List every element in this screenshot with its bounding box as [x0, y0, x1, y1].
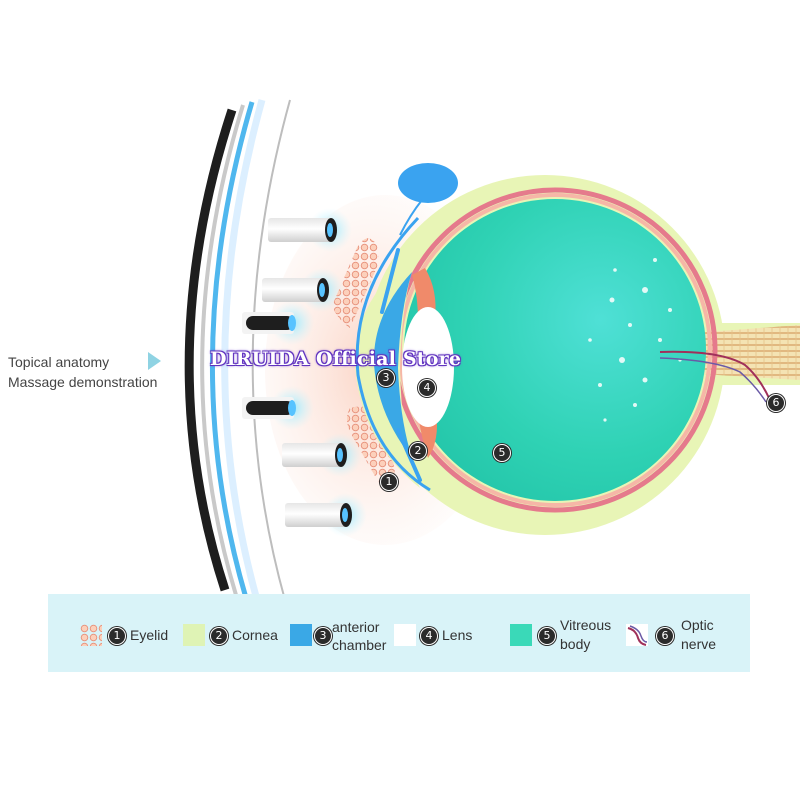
- legend-cornea-swatch: [183, 624, 205, 646]
- legend-optic-nerve-label-1: Optic: [681, 617, 714, 634]
- legend-optic-nerve-number: 6: [656, 627, 674, 645]
- marker-optic-nerve: 6: [767, 394, 785, 412]
- legend-anterior-chamber-label-1: anterior: [332, 619, 379, 636]
- caption-topical-anatomy: Topical anatomy: [8, 354, 109, 370]
- legend: 1 Eyelid 2 Cornea 3 anterior chamber 4 L…: [48, 594, 750, 672]
- lacrimal-gland: [398, 163, 458, 203]
- legend-lens-swatch: [394, 624, 416, 646]
- marker-eyelid: 1: [380, 473, 398, 491]
- legend-eyelid-swatch: [80, 624, 102, 646]
- legend-anterior-chamber-swatch: [290, 624, 312, 646]
- legend-anterior-chamber-number: 3: [314, 627, 332, 645]
- legend-anterior-chamber-label-2: chamber: [332, 637, 386, 654]
- legend-eyelid-label: Eyelid: [130, 627, 168, 644]
- store-watermark: DIRUIDA Official Store: [210, 348, 461, 370]
- legend-vitreous-body-number: 5: [538, 627, 556, 645]
- legend-optic-nerve-label-2: nerve: [681, 636, 716, 653]
- legend-vitreous-body-label-1: Vitreous: [560, 617, 611, 634]
- legend-lens-label: Lens: [442, 627, 472, 644]
- legend-vitreous-body-label-2: body: [560, 636, 590, 653]
- legend-cornea-label: Cornea: [232, 627, 278, 644]
- legend-eyelid-number: 1: [108, 627, 126, 645]
- legend-optic-nerve-swatch: [626, 624, 648, 646]
- marker-vitreous-body: 5: [493, 444, 511, 462]
- marker-cornea: 2: [409, 442, 427, 460]
- legend-lens-number: 4: [420, 627, 438, 645]
- legend-cornea-number: 2: [210, 627, 228, 645]
- caption-massage-demonstration: Massage demonstration: [8, 374, 157, 390]
- marker-lens: 4: [418, 379, 436, 397]
- legend-vitreous-body-swatch: [510, 624, 532, 646]
- caption-arrow-icon: [148, 352, 161, 370]
- marker-anterior-chamber: 3: [377, 369, 395, 387]
